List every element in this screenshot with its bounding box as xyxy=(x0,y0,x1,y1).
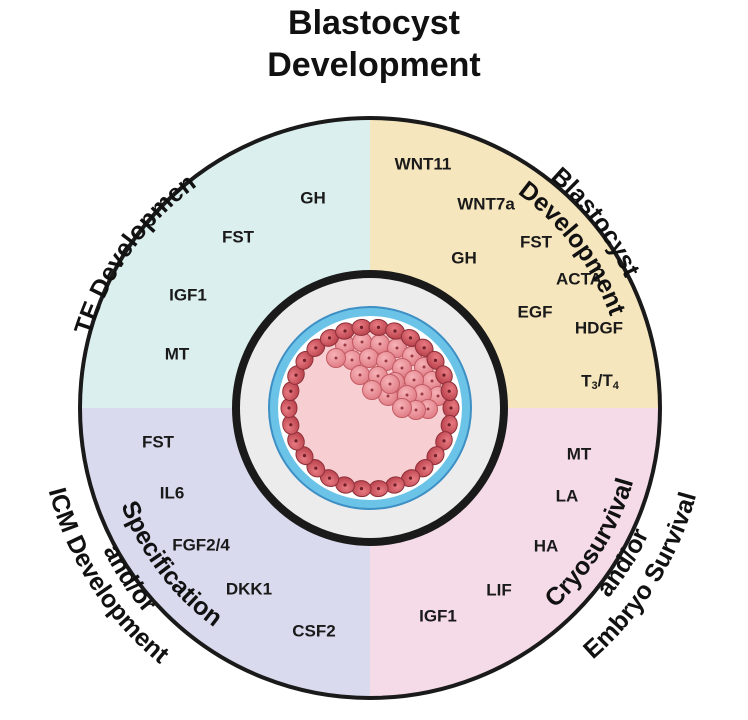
factor-tr-4: FST xyxy=(520,232,553,251)
cell-nucleus xyxy=(420,392,424,396)
factor-tr-5: ACTA xyxy=(556,269,602,288)
factor-bl-2: IL6 xyxy=(160,483,185,502)
factor-tr-8: T3/T4 xyxy=(581,371,620,391)
factor-tr-3: GH xyxy=(451,248,477,267)
cell-nucleus xyxy=(314,466,318,470)
factor-tr-7: HDGF xyxy=(575,318,623,337)
cell-nucleus xyxy=(376,325,381,329)
cell-nucleus xyxy=(327,336,332,340)
cell-nucleus xyxy=(422,346,426,350)
cell-nucleus xyxy=(400,366,404,370)
cell-nucleus xyxy=(433,358,438,362)
factor-tl-3: IGF1 xyxy=(169,285,207,304)
factor-bl-4: DKK1 xyxy=(226,579,272,598)
t3-subscript: 3 xyxy=(592,380,598,392)
cell-nucleus xyxy=(343,329,347,333)
factor-tr-1: WNT11 xyxy=(395,154,452,173)
cell-nucleus xyxy=(442,439,446,443)
cell-nucleus xyxy=(334,356,338,360)
factor-bl-5: CSF2 xyxy=(292,621,335,640)
cell-nucleus xyxy=(302,454,307,458)
cell-nucleus xyxy=(395,346,399,350)
cell-nucleus xyxy=(393,329,397,333)
cell-nucleus xyxy=(287,406,291,410)
cell-nucleus xyxy=(408,336,413,340)
cell-nucleus xyxy=(408,476,413,480)
cell-nucleus xyxy=(376,487,381,491)
cell-nucleus xyxy=(314,346,318,350)
cell-nucleus xyxy=(410,354,414,358)
cell-nucleus xyxy=(422,365,426,369)
factor-br-1: MT xyxy=(567,444,592,463)
cell-nucleus xyxy=(384,359,388,363)
cell-nucleus xyxy=(433,454,438,458)
factor-tr-6: EGF xyxy=(518,302,553,321)
cell-nucleus xyxy=(294,373,298,377)
page-title: Blastocyst Development xyxy=(0,2,748,86)
cell-nucleus xyxy=(422,466,426,470)
cell-nucleus xyxy=(370,388,374,392)
factor-br-4: LIF xyxy=(486,580,512,599)
cell-nucleus xyxy=(388,382,392,386)
factor-labels: GH FST IGF1 MT WNT11 WNT7a GH FST ACTA E… xyxy=(142,154,623,640)
cell-nucleus xyxy=(426,407,430,411)
inner-cell-mass xyxy=(326,332,448,420)
blastocyst-illustration xyxy=(268,306,472,510)
cell-nucleus xyxy=(430,379,434,383)
factor-tl-1: GH xyxy=(300,188,326,207)
cell-nucleus xyxy=(294,439,298,443)
cell-nucleus xyxy=(350,358,354,362)
cell-nucleus xyxy=(360,340,364,344)
factor-br-2: LA xyxy=(556,486,579,505)
factor-br-5: IGF1 xyxy=(419,606,457,625)
cell-nucleus xyxy=(289,389,293,393)
factor-tl-4: MT xyxy=(165,344,190,363)
cell-nucleus xyxy=(343,483,347,487)
title-line-1: Blastocyst xyxy=(288,4,460,42)
cell-nucleus xyxy=(449,406,453,410)
cell-nucleus xyxy=(359,487,364,491)
cell-nucleus xyxy=(343,343,347,347)
cell-nucleus xyxy=(378,342,382,346)
cell-nucleus xyxy=(289,423,293,427)
cell-nucleus xyxy=(447,389,451,393)
cell-nucleus xyxy=(358,373,362,377)
cell-nucleus xyxy=(393,483,397,487)
factor-tl-2: FST xyxy=(222,227,255,246)
cell-nucleus xyxy=(359,325,364,329)
title-line-2: Development xyxy=(267,46,481,84)
cell-nucleus xyxy=(412,378,416,382)
outer-ring-border xyxy=(78,116,662,700)
factor-bl-3: FGF2/4 xyxy=(172,535,230,554)
trophectoderm-cells xyxy=(280,318,460,498)
cell-nucleus xyxy=(400,406,404,410)
t4-subscript: 4 xyxy=(613,380,620,392)
cell-nucleus xyxy=(386,394,390,398)
factor-br-3: HA xyxy=(534,536,559,555)
cell-nucleus xyxy=(302,358,307,362)
cell-nucleus xyxy=(376,374,380,378)
factor-tr-2: WNT7a xyxy=(457,194,515,213)
factor-bl-1: FST xyxy=(142,432,175,451)
cell-nucleus xyxy=(447,423,451,427)
cell-nucleus xyxy=(436,394,440,398)
cell-nucleus xyxy=(405,393,409,397)
cell-nucleus xyxy=(327,476,332,480)
cell-nucleus xyxy=(442,373,446,377)
cell-nucleus xyxy=(414,408,418,412)
cell-nucleus xyxy=(367,356,371,360)
